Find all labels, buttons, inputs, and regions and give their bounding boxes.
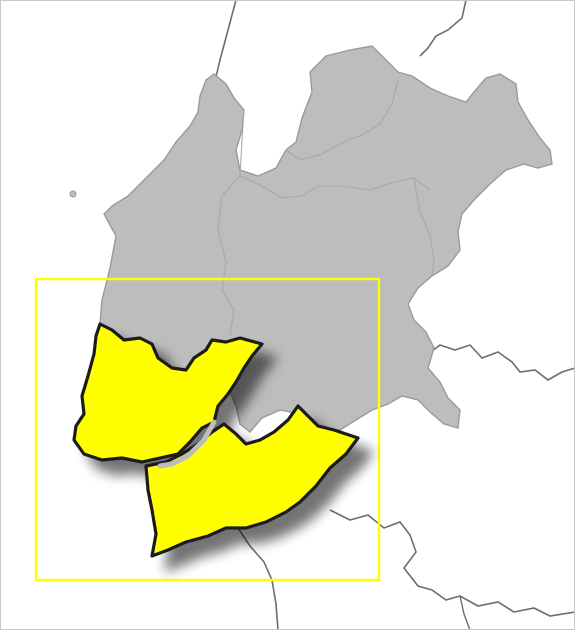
islet [69, 190, 77, 198]
neighbor-border-southeast [329, 509, 574, 617]
river-estuary [157, 419, 217, 469]
neighbor-border-northeast [419, 1, 467, 57]
central-region-landmass [99, 45, 553, 433]
highlighted-region-north[interactable] [72, 322, 264, 464]
neighbor-border-south-right [459, 595, 471, 629]
internal-border-west [217, 109, 245, 337]
inset-frame [34, 277, 381, 582]
internal-border-north [285, 79, 399, 161]
neighbor-border-south [237, 527, 279, 629]
internal-border-east [413, 177, 435, 277]
neighbor-border-east [419, 344, 574, 381]
internal-border-middle [239, 175, 431, 199]
